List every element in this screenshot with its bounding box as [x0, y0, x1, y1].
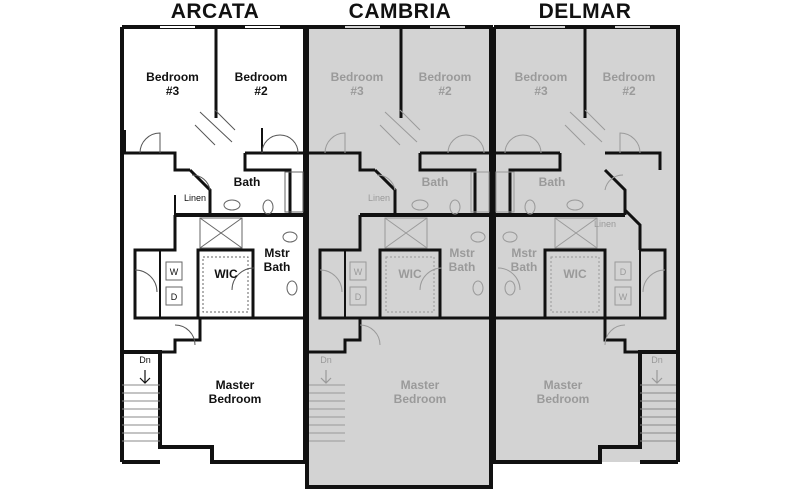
cambria-laundry-wall — [318, 215, 380, 320]
delmar-down-arrow — [651, 370, 663, 384]
arcata-washer — [165, 261, 183, 281]
delmar-fixtures — [495, 171, 632, 313]
linen-label: Linen — [183, 193, 207, 203]
cambria-exterior-wall — [305, 25, 493, 489]
washer-label: W — [618, 292, 628, 302]
arcata-bed3-bottom-wall — [122, 151, 190, 172]
wic-label: WIC — [563, 267, 587, 281]
arcata-wic-shelf — [202, 256, 249, 313]
bedroom-2-label: Bedroom #2 — [418, 70, 472, 98]
arcata-dryer — [165, 286, 183, 306]
unit-title-arcata: ARCATA — [170, 0, 260, 23]
delmar-bath-wall — [508, 153, 562, 215]
linen-label: Linen — [593, 219, 617, 229]
washer-label: W — [353, 267, 363, 277]
delmar-stairs — [640, 384, 676, 442]
arcata-wic — [196, 248, 255, 320]
washer-label: W — [169, 267, 179, 277]
arcata-mstr-sink — [282, 231, 298, 243]
delmar-door-swings — [497, 109, 666, 346]
delmar-plan — [492, 25, 680, 464]
delmar-exterior-wall — [492, 25, 680, 464]
delmar-wic — [543, 248, 607, 320]
arcata-sink — [223, 199, 241, 211]
delmar-bed2-bottom-wall — [605, 151, 662, 170]
bedroom-3-label: Bedroom #3 — [146, 70, 199, 98]
dryer-label: D — [619, 267, 627, 277]
bedroom-2-label: Bedroom #2 — [602, 70, 656, 98]
arcata-master-top-wall — [160, 318, 202, 354]
cambria-master-top-wall — [307, 318, 362, 354]
mstr-bath-label: Mstr Bath — [263, 246, 291, 274]
cambria-bath-wall — [418, 153, 477, 215]
arcata-bath-wall — [243, 153, 292, 215]
cambria-stairs — [309, 384, 345, 442]
dryer-label: D — [354, 292, 362, 302]
delmar-laundry-wall — [605, 248, 667, 320]
wic-label: WIC — [398, 267, 422, 281]
master-bedroom-label: Master Bedroom — [208, 378, 262, 406]
down-label: Dn — [651, 355, 663, 365]
bath-label: Bath — [233, 175, 261, 189]
cambria-wic — [378, 248, 442, 320]
cambria-door-swings — [319, 109, 485, 346]
delmar-hall-wall — [603, 168, 627, 215]
bath-label: Bath — [421, 175, 449, 189]
unit-title-delmar: DELMAR — [538, 0, 632, 23]
cambria-plan — [305, 25, 493, 489]
cambria-down-arrow — [320, 370, 332, 384]
bath-label: Bath — [538, 175, 566, 189]
arcata-down-arrow — [139, 370, 151, 384]
linen-label: Linen — [367, 193, 391, 203]
bedroom-3-label: Bedroom #3 — [330, 70, 384, 98]
wic-label: WIC — [214, 267, 238, 281]
bedroom-2-label: Bedroom #2 — [234, 70, 288, 98]
arcata-shower — [199, 217, 243, 249]
arcata-laundry-wall — [133, 215, 200, 320]
arcata-tub — [284, 171, 304, 213]
master-bedroom-label: Master Bedroom — [393, 378, 447, 406]
master-bedroom-label: Master Bedroom — [536, 378, 590, 406]
down-label: Dn — [320, 355, 332, 365]
unit-title-cambria: CAMBRIA — [348, 0, 452, 23]
bedroom-3-label: Bedroom #3 — [514, 70, 568, 98]
arcata-stairs — [122, 384, 160, 442]
dryer-label: D — [170, 292, 178, 302]
mstr-bath-label: Mstr Bath — [510, 246, 538, 274]
arcata-fixtures — [165, 171, 304, 313]
down-label: Dn — [139, 355, 151, 365]
arcata-mstr-toilet — [286, 280, 298, 296]
cambria-bed3-bottom-wall — [307, 151, 375, 172]
arcata-door-swings — [134, 109, 299, 346]
arcata-toilet — [262, 199, 274, 215]
cambria-fixtures — [349, 171, 490, 313]
delmar-master-top-wall — [603, 318, 640, 354]
mstr-bath-label: Mstr Bath — [448, 246, 476, 274]
delmar-linen-wall — [623, 208, 642, 250]
